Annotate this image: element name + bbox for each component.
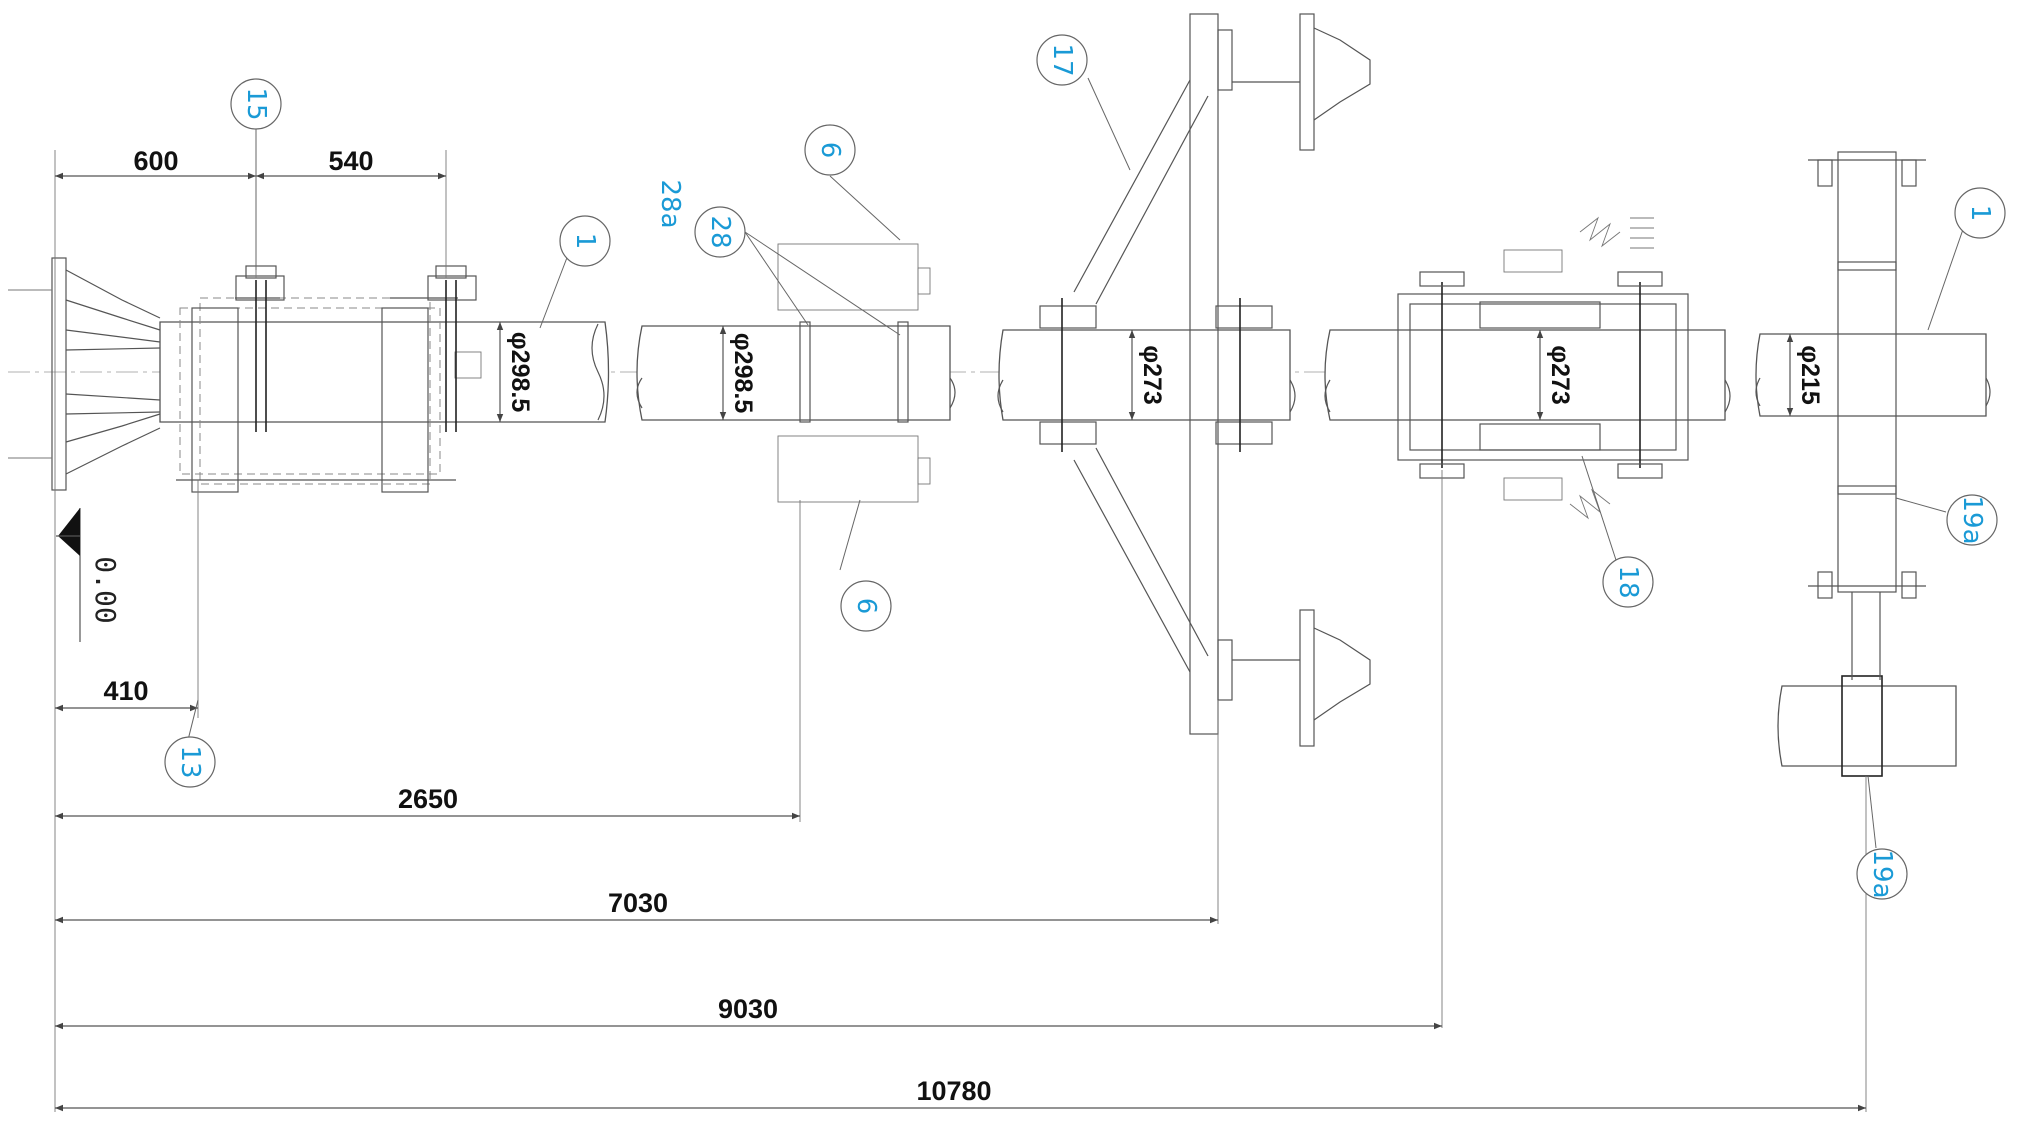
callout-13: 13 — [164, 736, 216, 788]
svg-text:19a: 19a — [1957, 495, 1987, 544]
callout-leaders — [187, 77, 1969, 849]
svg-text:28a: 28a — [655, 179, 685, 228]
callout-17: 17 — [1036, 34, 1088, 86]
svg-text:13: 13 — [175, 745, 205, 778]
pipe-section-b — [636, 231, 956, 503]
pipe-section-c — [997, 13, 1371, 747]
callout-28: 28 — [694, 206, 746, 258]
elevation-label: 0.00 — [89, 556, 122, 623]
elevation-marker — [56, 508, 81, 642]
diameter-label-pipe-b: φ298.5 — [729, 333, 757, 414]
svg-text:19a: 19a — [1867, 849, 1897, 898]
svg-text:6: 6 — [815, 142, 845, 159]
dimension-7030: 7030 — [608, 888, 668, 918]
dimension-lines — [54, 150, 1867, 1112]
diameter-label-pipe-d: φ273 — [1546, 345, 1574, 405]
svg-text:28: 28 — [705, 215, 735, 248]
pipe-section-e — [1755, 151, 1991, 777]
callout-18: 18 — [1602, 556, 1654, 608]
svg-text:1: 1 — [1965, 205, 1995, 222]
diameter-label-pipe-a: φ298.5 — [506, 332, 534, 413]
svg-text:17: 17 — [1047, 43, 1077, 76]
dimension-540: 540 — [328, 146, 373, 176]
svg-text:15: 15 — [241, 87, 271, 120]
callout-6-top: 6 — [804, 124, 856, 176]
diameter-label-pipe-c: φ273 — [1138, 345, 1166, 405]
dimension-410: 410 — [103, 676, 148, 706]
dimension-2650: 2650 — [398, 784, 458, 814]
callout-15: 15 — [230, 78, 282, 130]
dimension-600: 600 — [133, 146, 178, 176]
pipe-section-a — [159, 265, 610, 493]
callout-1-left: 1 — [559, 215, 611, 267]
callout-6-bottom: 6 — [840, 580, 892, 632]
callout-1-right: 1 — [1954, 187, 2006, 239]
svg-text:6: 6 — [851, 598, 881, 615]
dimension-9030: 9030 — [718, 994, 778, 1024]
svg-text:1: 1 — [570, 233, 600, 250]
svg-text:18: 18 — [1613, 565, 1643, 598]
diameter-label-pipe-e: φ215 — [1796, 345, 1824, 405]
dimension-10780: 10780 — [916, 1076, 991, 1106]
callout-19a-right: 19a — [1946, 494, 1998, 546]
callout-19a-bottom: 19a — [1856, 848, 1908, 900]
pipe-section-d — [1324, 216, 1731, 520]
callout-28a: 28a — [655, 179, 685, 228]
